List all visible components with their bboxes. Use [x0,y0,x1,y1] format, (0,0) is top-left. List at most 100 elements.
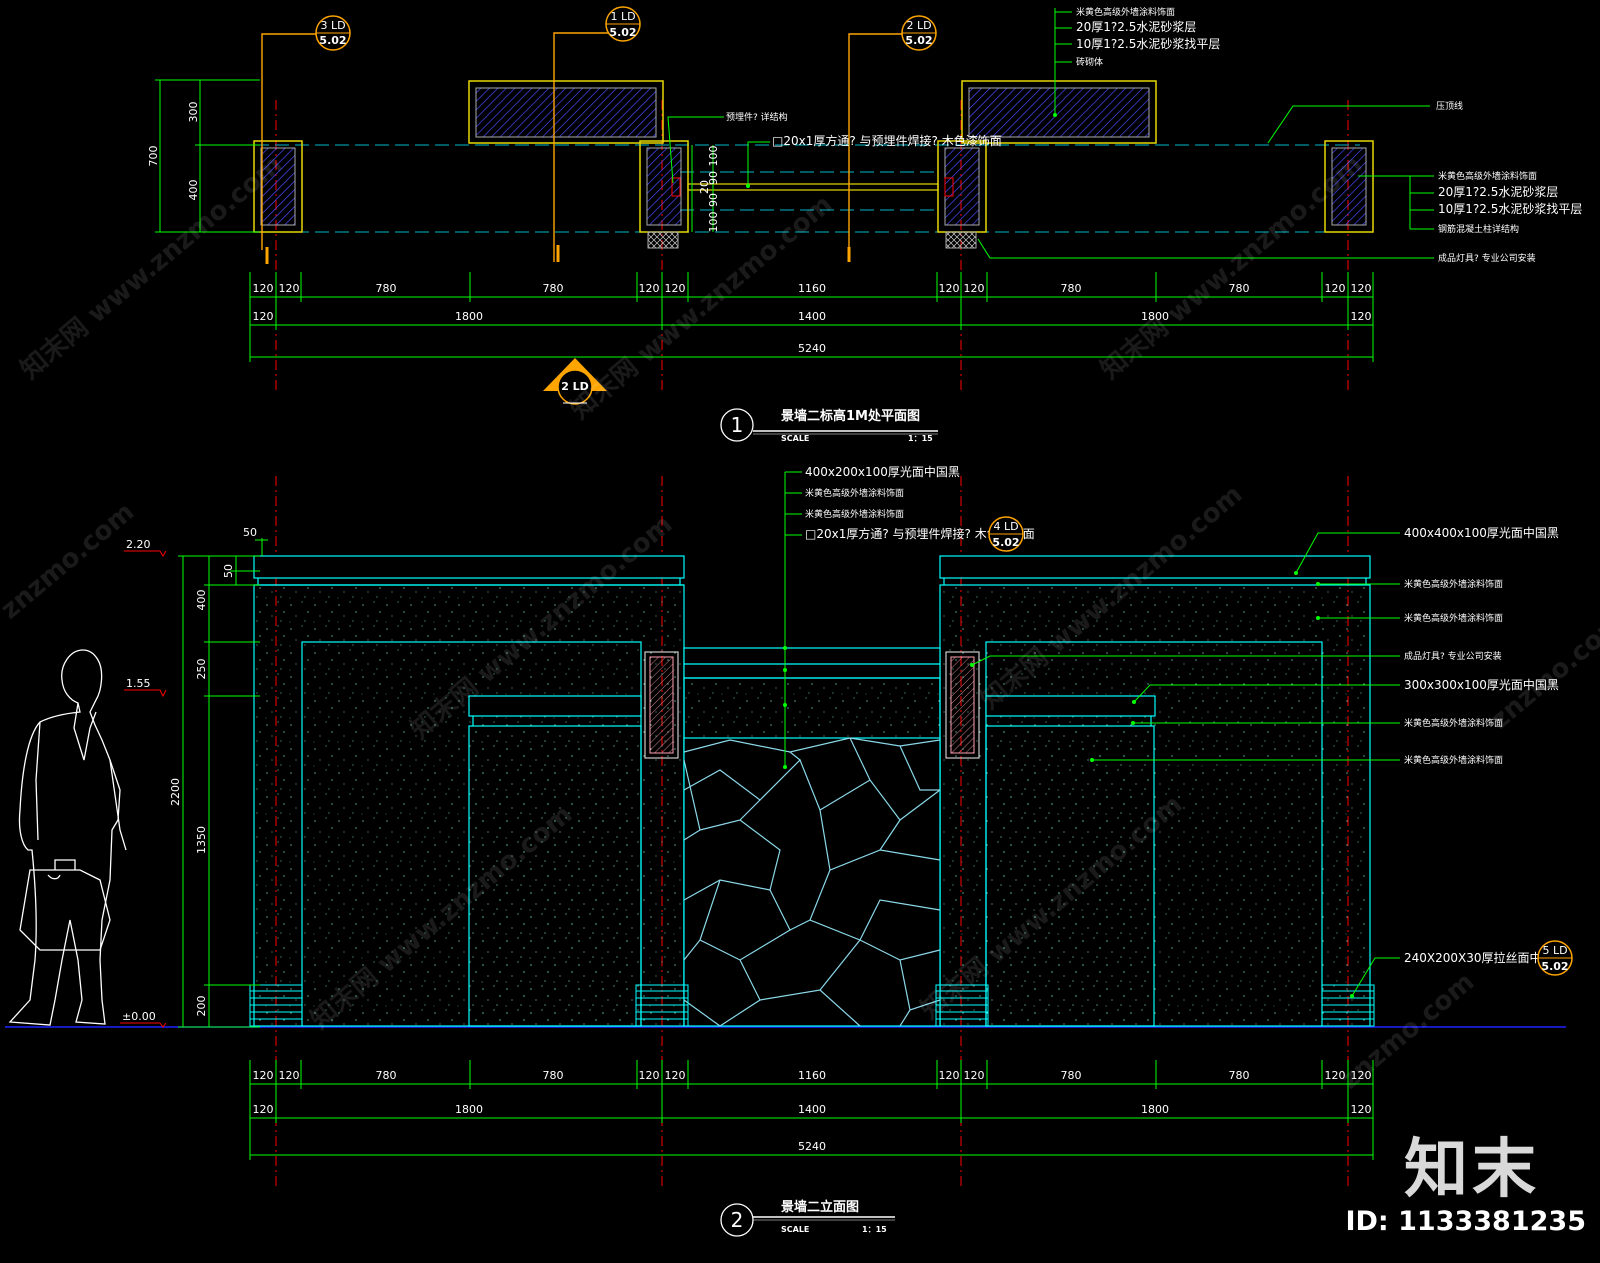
elev-note-base-text: 240X200X30厚拉丝面中国黑 [1404,950,1566,965]
plan-bottom-dims: 120 120 780 780 120 120 1160 120 120 780… [249,272,1374,362]
plan-note-cap-text: 压顶线 [1436,100,1463,112]
elev-dim-r2-3: 1800 [1141,1103,1169,1116]
elev-dim-r2-2: 1400 [798,1103,826,1116]
elev-notes-right-dots [970,571,1320,762]
elev-dim-2200: 2200 [169,778,182,806]
plan-title-block: 1 景墙二标高1M处平面图 SCALE 1：15 [720,408,938,443]
elev-dim-200: 200 [195,996,208,1017]
plan-view: 3 LD 5.02 1 LD 5.02 2 LD 5.02 2 LD [147,6,1582,443]
plan-columns [253,140,1374,249]
elev-lamps [644,651,980,759]
plan-note-right-3: 钢筋混凝土柱详结构 [1438,223,1519,235]
plan-note-embed: 预埋件? 详结构 [667,111,788,184]
elev-dim-r1-6: 1160 [798,1069,826,1082]
elev-note-right-6: 米黄色高级外墙涂料饰面 [1404,754,1503,766]
image-id: ID: 1133381235 [1345,1206,1586,1237]
elev-note-base: 240X200X30厚拉丝面中国黑 [1350,950,1566,998]
watermark-4: znzmo.com [0,497,140,625]
elev-note-center-1: 米黄色高级外墙涂料饰面 [805,487,904,499]
plan-dim-r1-9: 780 [1061,282,1082,295]
plan-scale-label: SCALE [781,434,809,443]
elev-right-wall [939,555,1371,1027]
elev-callout-5: 5 LD 5.02 [1537,940,1573,976]
plan-dim-r1-6: 1160 [798,282,826,295]
elev-note-right-0: 400x400x100厚光面中国黑 [1404,525,1559,540]
elev-title-block: 2 景墙二立面图 SCALE 1：15 [720,1199,895,1237]
plan-dim-r1-8: 120 [964,282,985,295]
watermark-3: 知末网 www.znzmo.com [1095,149,1368,385]
plan-note-top-3: 砖砌体 [1076,56,1103,68]
elev-left-dims: 50 50 400 250 2200 1350 200 [169,526,268,1028]
section-mark-2: 2 LD [543,358,607,405]
coping-block-right [961,80,1157,144]
elev-dim-r1-9: 780 [1061,1069,1082,1082]
elev-dim-50b: 50 [222,564,235,578]
elev-scale-value: 1：15 [862,1225,887,1234]
plan-dashed-lines [255,144,1360,233]
plan-note-top-2: 10厚1?2.5水泥砂浆找平层 [1076,36,1220,51]
brand-logo: 知末 [1404,1133,1540,1207]
plan-note-pipe: □20x1厚方通? 与预埋件焊接? 木色漆饰面 [746,133,1002,188]
plan-title: 景墙二标高1M处平面图 [781,408,920,424]
elev-notes-center: 400x200x100厚光面中国黑 米黄色高级外墙涂料饰面 米黄色高级外墙涂料饰… [783,464,1035,769]
plan-note-top-1: 20厚1?2.5水泥砂浆层 [1076,19,1196,34]
human-figure [8,649,127,1026]
level-155: 1.55 [126,677,151,690]
callout-2-top: 2 LD [906,19,931,32]
plan-dim-r1-7: 120 [939,282,960,295]
callout-3-bottom: 5.02 [319,34,346,47]
callout-1-top: 1 LD [610,10,635,23]
plan-mid-dim-3: 90 [707,193,720,207]
plan-dim-r1-11: 120 [1325,282,1346,295]
plan-dim-r2-3: 1800 [1141,310,1169,323]
plan-dim-700: 700 [147,146,160,167]
plan-notes-top: 米黄色高级外墙涂料饰面 20厚1?2.5水泥砂浆层 10厚1?2.5水泥砂浆找平… [1053,6,1220,117]
plan-dim-r1-4: 120 [639,282,660,295]
section-mark-label: 2 LD [561,380,589,393]
plan-dim-r2-2: 1400 [798,310,826,323]
plan-note-pipe-text: □20x1厚方通? 与预埋件焊接? 木色漆饰面 [772,133,1002,148]
coping-block-left [468,80,664,144]
elev-title: 景墙二立面图 [781,1199,859,1215]
elev-left-wall [253,555,685,1027]
plan-dim-300: 300 [187,102,200,123]
elev-levels: 2.20 1.55 ±0.00 [120,538,167,1028]
plan-mid-dim-0: 100 [707,146,720,167]
elev-dim-r1-10: 780 [1229,1069,1250,1082]
elev-note-center-3: □20x1厚方通? 与预埋件焊接? 木色漆饰面 [805,526,1035,541]
plan-dim-400: 400 [187,180,200,201]
level-000: ±0.00 [122,1010,156,1023]
watermark-1: 知末网 www.znzmo.com [15,149,288,385]
plan-left-dims: 700 300 400 [147,79,260,233]
callout-2-bottom: 5.02 [905,34,932,47]
plan-dim-r1-1: 120 [279,282,300,295]
plan-dim-r1-10: 780 [1229,282,1250,295]
watermark-7: znzmo.com [1485,607,1600,735]
elev-title-number: 2 [731,1208,744,1232]
elevation-view: 50 50 400 250 2200 1350 200 2.20 1.55 ±0… [5,464,1573,1237]
plan-dim-r1-2: 780 [376,282,397,295]
plan-dim-r2-0: 120 [253,310,274,323]
callout-5-top: 5 LD [1542,944,1567,957]
elev-dim-r2-0: 120 [253,1103,274,1116]
elev-dim-total: 5240 [798,1140,826,1153]
plan-notes-right: 米黄色高级外墙涂料饰面 20厚1?2.5水泥砂浆层 10厚1?2.5水泥砂浆找平… [1358,170,1582,235]
plan-note-right-0: 米黄色高级外墙涂料饰面 [1438,170,1537,182]
plan-mid-dims: 100 90 20 90 100 [691,145,720,233]
plan-note-right-1: 20厚1?2.5水泥砂浆层 [1438,184,1558,199]
callout-5-bottom: 5.02 [1541,960,1568,973]
elev-dim-r1-4: 120 [639,1069,660,1082]
stone-pattern [683,737,941,1027]
plan-callout-2: 2 LD 5.02 [901,15,937,51]
elev-dim-r2-4: 120 [1351,1103,1372,1116]
plan-note-top-0: 米黄色高级外墙涂料饰面 [1076,6,1175,18]
plan-dim-r1-0: 120 [253,282,274,295]
elev-dim-400: 400 [195,590,208,611]
elev-callout-4: 4 LD 5.02 [988,516,1024,552]
watermark-2: 知末网 www.znzmo.com [565,189,838,425]
plan-dim-r2-1: 1800 [455,310,483,323]
plan-mid-dim-4: 100 [707,212,720,233]
elev-dim-r2-1: 1800 [455,1103,483,1116]
plan-callout-1: 1 LD 5.02 [605,6,641,42]
